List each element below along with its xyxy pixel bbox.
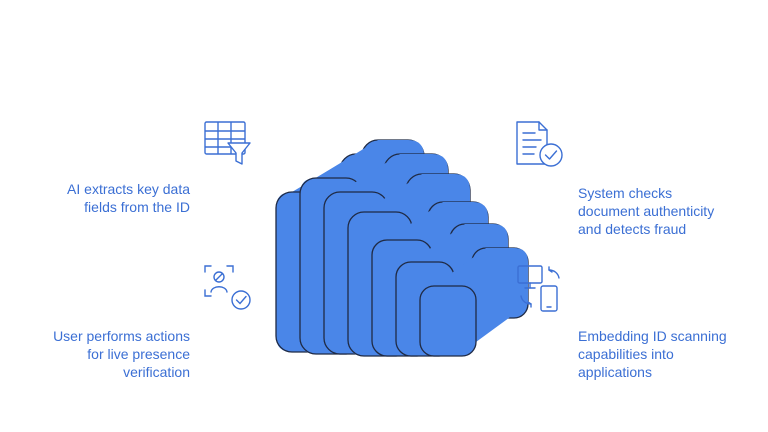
step-authenticity-line-1: System checks <box>578 185 673 201</box>
stack-layer <box>419 247 529 357</box>
step-label-authenticity: System checks document authenticity and … <box>578 184 714 238</box>
step-extract-line-2: fields from the ID <box>84 199 190 215</box>
step-liveness-line-1: User performs actions <box>53 328 190 344</box>
table-filter-icon <box>203 120 253 168</box>
step-authenticity-line-3: and detects fraud <box>578 221 687 237</box>
document-check-icon <box>514 120 566 168</box>
stack-layers <box>275 139 529 357</box>
step-label-liveness: User performs actions for live presence … <box>53 327 190 381</box>
face-scan-check-icon <box>203 264 253 312</box>
stack-layer-front <box>419 285 477 357</box>
step-label-extract: AI extracts key data fields from the ID <box>67 180 190 216</box>
step-liveness-line-2: for live presence <box>87 346 190 362</box>
step-embedding-line-1: Embedding ID scanning <box>578 328 727 344</box>
step-authenticity-line-2: document authenticity <box>578 203 715 219</box>
step-extract-line-1: AI extracts key data <box>67 181 190 197</box>
step-embedding-line-3: applications <box>578 364 652 380</box>
step-label-embedding: Embedding ID scanning capabilities into … <box>578 327 727 381</box>
device-sync-icon <box>514 264 566 314</box>
step-embedding-line-2: capabilities into <box>578 346 674 362</box>
step-liveness-line-3: verification <box>123 364 190 380</box>
